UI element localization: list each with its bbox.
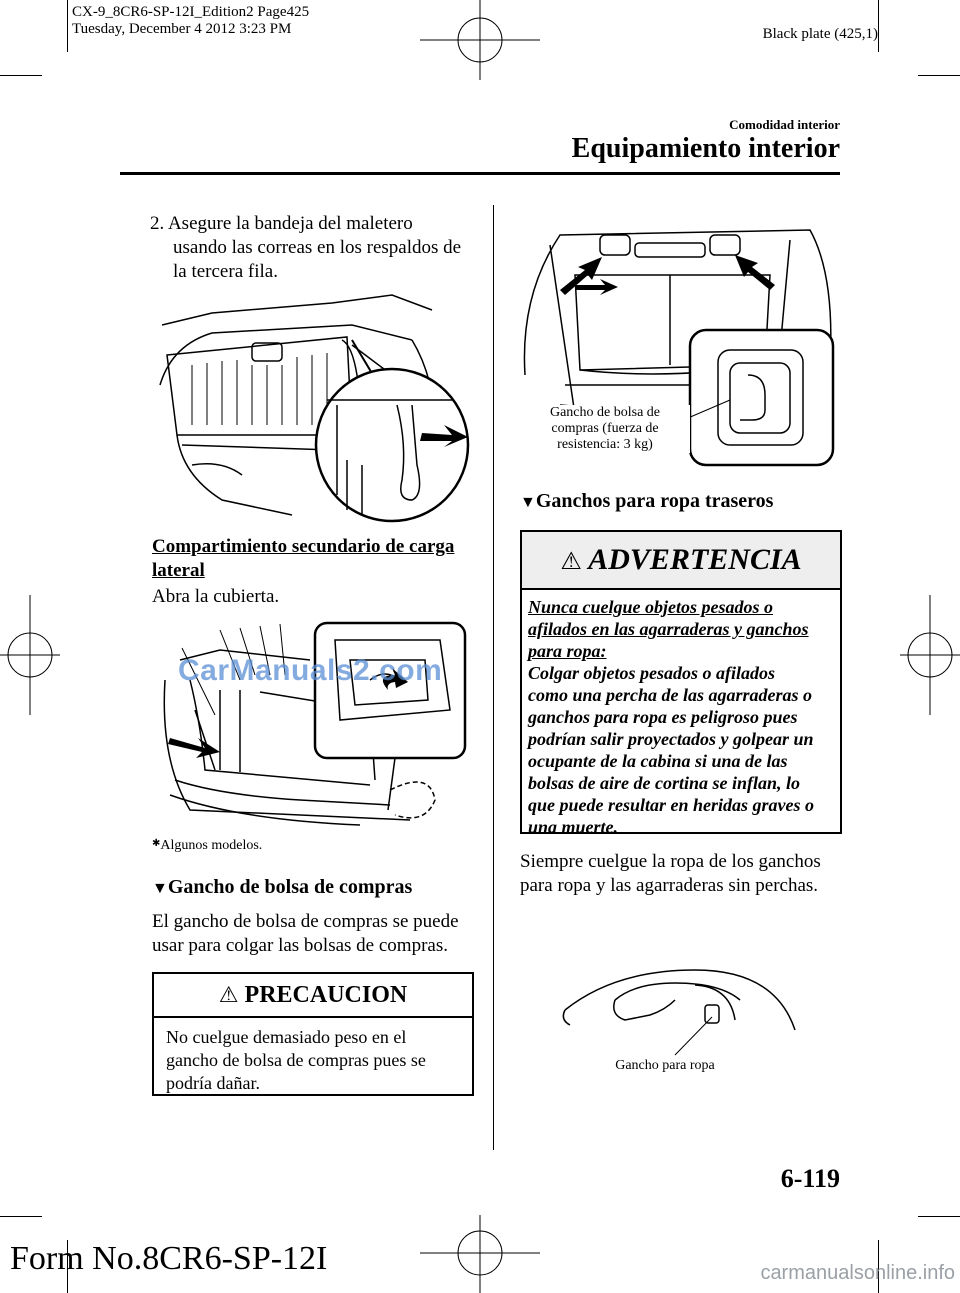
warning-icon: ⚠ xyxy=(560,547,582,575)
registration-mark-left xyxy=(0,595,60,715)
caution-text: No cuelgue demasiado peso en el gancho d… xyxy=(166,1027,426,1093)
open-cover-text: Abra la cubierta. xyxy=(152,586,280,607)
form-number: Form No.8CR6-SP-12I xyxy=(10,1240,328,1277)
heading-clothes-hooks: ▼Ganchos para ropa traseros xyxy=(520,490,774,512)
crop-mark xyxy=(918,1216,960,1217)
file-info-line2: Tuesday, December 4 2012 3:23 PM xyxy=(72,21,292,37)
crop-mark xyxy=(0,75,42,76)
figure-cargo-strap xyxy=(152,285,470,525)
clothes-hook-label: Gancho para ropa xyxy=(615,1058,715,1073)
page-number: 6-119 xyxy=(780,1164,840,1193)
crop-mark xyxy=(918,75,960,76)
watermark: CarManuals2.com xyxy=(178,654,443,687)
heading-shopping-hook: ▼Gancho de bolsa de compras xyxy=(152,876,413,898)
triangle-icon: ▼ xyxy=(520,494,536,511)
figure2-note: ✱Algunos modelos. xyxy=(152,838,263,853)
caution-header: ⚠ PRECAUCION xyxy=(154,974,472,1018)
crop-mark xyxy=(67,0,68,52)
subheading-side-compartment: Compartimiento secundario de carga later… xyxy=(152,536,455,581)
caution-box: ⚠ PRECAUCION No cuelgue demasiado peso e… xyxy=(152,972,474,1096)
always-hang-text: Siempre cuelgue la ropa de los ganchos p… xyxy=(520,851,821,896)
registration-mark-bottom xyxy=(420,1215,540,1293)
file-info-line1: CX-9_8CR6-SP-12I_Edition2 Page425 xyxy=(72,4,310,20)
step-2: 2. Asegure la bandeja del maletero usand… xyxy=(150,213,462,282)
column-divider xyxy=(493,205,494,1150)
asterisk-icon: ✱ xyxy=(152,838,161,849)
warning-header: ⚠ ADVERTENCIA xyxy=(522,532,840,590)
figure-side-compartment xyxy=(160,620,470,835)
figure-clothes-hook xyxy=(555,965,805,1065)
crop-mark xyxy=(878,0,879,52)
header-rule xyxy=(120,172,840,175)
warning-icon: ⚠ xyxy=(218,983,239,1008)
section-title: Comodidad interior xyxy=(729,117,840,132)
chapter-title: Equipamiento interior xyxy=(571,133,840,164)
crop-mark xyxy=(878,1240,879,1293)
triangle-icon: ▼ xyxy=(152,880,168,897)
shopping-hook-label: Gancho de bolsa de compras (fuerza de re… xyxy=(520,405,690,453)
crop-mark xyxy=(67,1240,68,1293)
warning-text: Nunca cuelgue objetos pesados o afilados… xyxy=(528,597,815,837)
warning-box: ⚠ ADVERTENCIA Nunca cuelgue objetos pesa… xyxy=(520,530,842,837)
site-watermark: carmanualsonline.info xyxy=(760,1262,955,1284)
crop-mark xyxy=(0,1216,42,1217)
registration-mark-top xyxy=(420,0,540,80)
shopping-hook-text: El gancho de bolsa de compras se puede u… xyxy=(152,911,459,956)
plate-info: Black plate (425,1) xyxy=(762,26,878,42)
registration-mark-right xyxy=(900,595,960,715)
